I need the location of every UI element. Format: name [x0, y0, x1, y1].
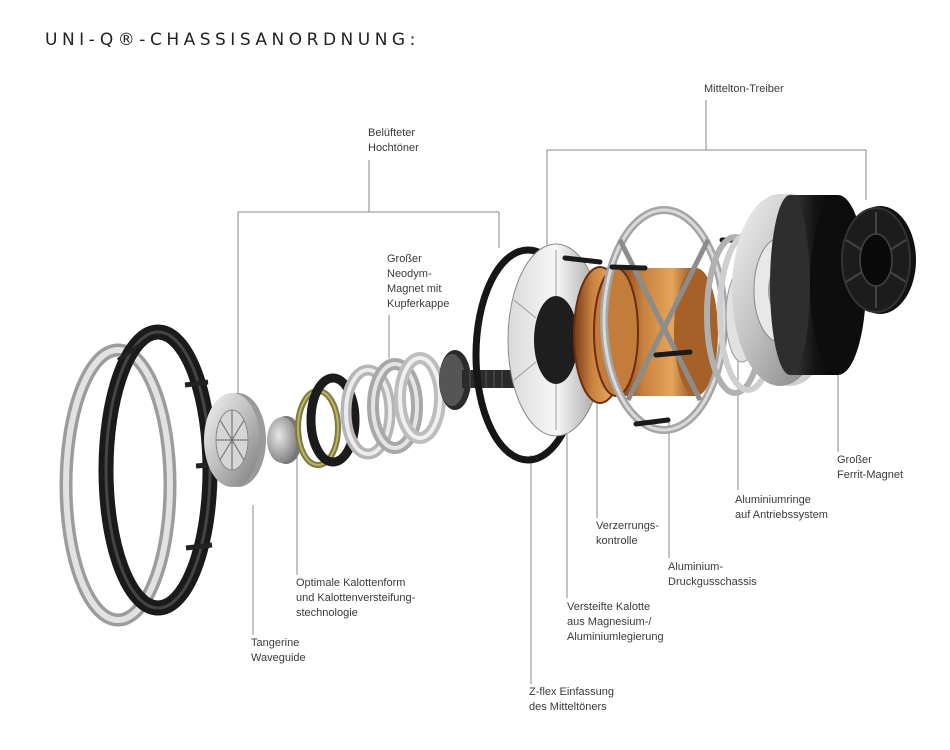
- diagram-title: UNI-Q®-CHASSISANORDNUNG:: [45, 30, 420, 50]
- label-neodym-magnet: Großer Neodym- Magnet mit Kupferkappe: [387, 253, 450, 310]
- label-versteifte-kalotte: Versteifte Kalotte aus Magnesium-/ Alumi…: [567, 601, 664, 643]
- trim-ring: [59, 343, 177, 627]
- label-druckgusschassis: Aluminium- Druckgusschassis: [668, 561, 757, 588]
- die-cast-chassis: [562, 206, 755, 434]
- leader-lines: [237, 100, 867, 684]
- label-tangerine-waveguide: Tangerine Waveguide: [251, 637, 306, 664]
- tweeter-dome: [267, 416, 302, 464]
- label-mittelton-treiber: Mittelton-Treiber: [704, 83, 784, 95]
- label-optimale-kalottenform: Optimale Kalottenform und Kalottenverste…: [296, 577, 416, 619]
- label-belufteter-hochtoner: Belüfteter Hochtöner: [368, 127, 419, 154]
- tangerine-waveguide: [204, 393, 266, 487]
- label-verzerrungskontrolle: Verzerrungs- kontrolle: [596, 520, 659, 547]
- rear-plate: [841, 206, 916, 314]
- label-aluminiumringe: Aluminiumringe auf Antriebssystem: [735, 494, 828, 521]
- tweeter-black-ring: [306, 373, 360, 467]
- neodym-magnet-stack: [340, 352, 446, 460]
- label-ferrit-magnet: Großer Ferrit-Magnet: [837, 454, 904, 481]
- label-z-flex: Z-flex Einfassung des Mitteltöners: [529, 686, 614, 713]
